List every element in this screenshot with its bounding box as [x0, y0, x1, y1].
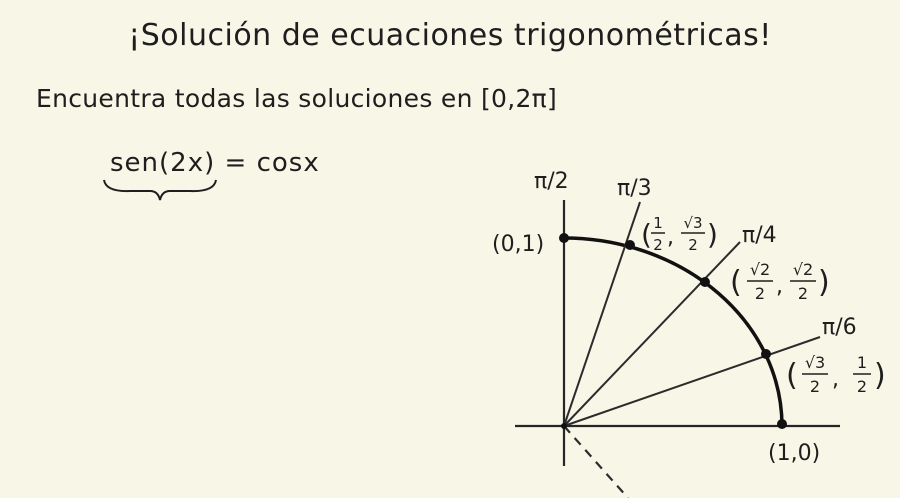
point-0-1 [559, 233, 569, 243]
svg-text:√2: √2 [793, 260, 813, 279]
label-point-pi4: ( √2 2 , √2 2 ) [730, 260, 830, 303]
svg-text:1: 1 [653, 214, 663, 232]
point-pi3 [625, 240, 635, 250]
label-pi-over-2: π/2 [534, 169, 569, 194]
svg-text:√3: √3 [805, 353, 825, 372]
label-pi-over-3: π/3 [617, 176, 652, 201]
label-point-pi6: ( √3 2 , 1 2 ) [786, 353, 886, 396]
svg-text:2: 2 [653, 236, 663, 254]
equation-rhs: = cosx [224, 148, 320, 178]
svg-text:2: 2 [810, 377, 820, 396]
origin-point [561, 423, 567, 429]
svg-text:2: 2 [857, 377, 867, 396]
svg-text:2: 2 [755, 284, 765, 303]
unit-circle-arc [563, 236, 784, 427]
label-pi-over-6: π/6 [822, 315, 857, 340]
svg-text:√2: √2 [750, 260, 770, 279]
point-pi6 [761, 349, 771, 359]
svg-text:,: , [832, 367, 839, 392]
svg-text:,: , [776, 274, 783, 299]
svg-text:): ) [818, 265, 830, 300]
ray-pi6 [563, 336, 821, 427]
svg-text:2: 2 [688, 236, 698, 254]
instruction-text: Encuentra todas las soluciones en [0,2π] [36, 84, 558, 113]
svg-text:(: ( [786, 358, 798, 393]
svg-text:(: ( [641, 218, 652, 251]
dashed-ray [563, 425, 629, 498]
svg-text:(: ( [730, 265, 742, 300]
ray-pi3 [563, 201, 641, 427]
svg-text:,: , [667, 225, 674, 250]
label-point-0-1: (0,1) [492, 232, 544, 257]
ray-pi4 [563, 241, 741, 427]
svg-text:): ) [874, 358, 886, 393]
page-title: ¡Solución de ecuaciones trigonométricas! [128, 18, 772, 53]
point-1-0 [777, 419, 787, 429]
svg-text:2: 2 [798, 284, 808, 303]
svg-text:): ) [707, 218, 718, 251]
label-point-pi3: ( 1 2 , √3 2 ) [641, 214, 718, 254]
svg-text:√3: √3 [683, 214, 702, 232]
equation: sen(2x) = cosx [110, 148, 320, 178]
svg-text:1: 1 [857, 353, 867, 372]
label-point-1-0: (1,0) [768, 441, 820, 466]
equation-lhs: sen(2x) [110, 148, 216, 178]
label-pi-over-4: π/4 [742, 223, 777, 248]
point-pi4 [700, 277, 710, 287]
underbrace-icon [103, 179, 217, 201]
